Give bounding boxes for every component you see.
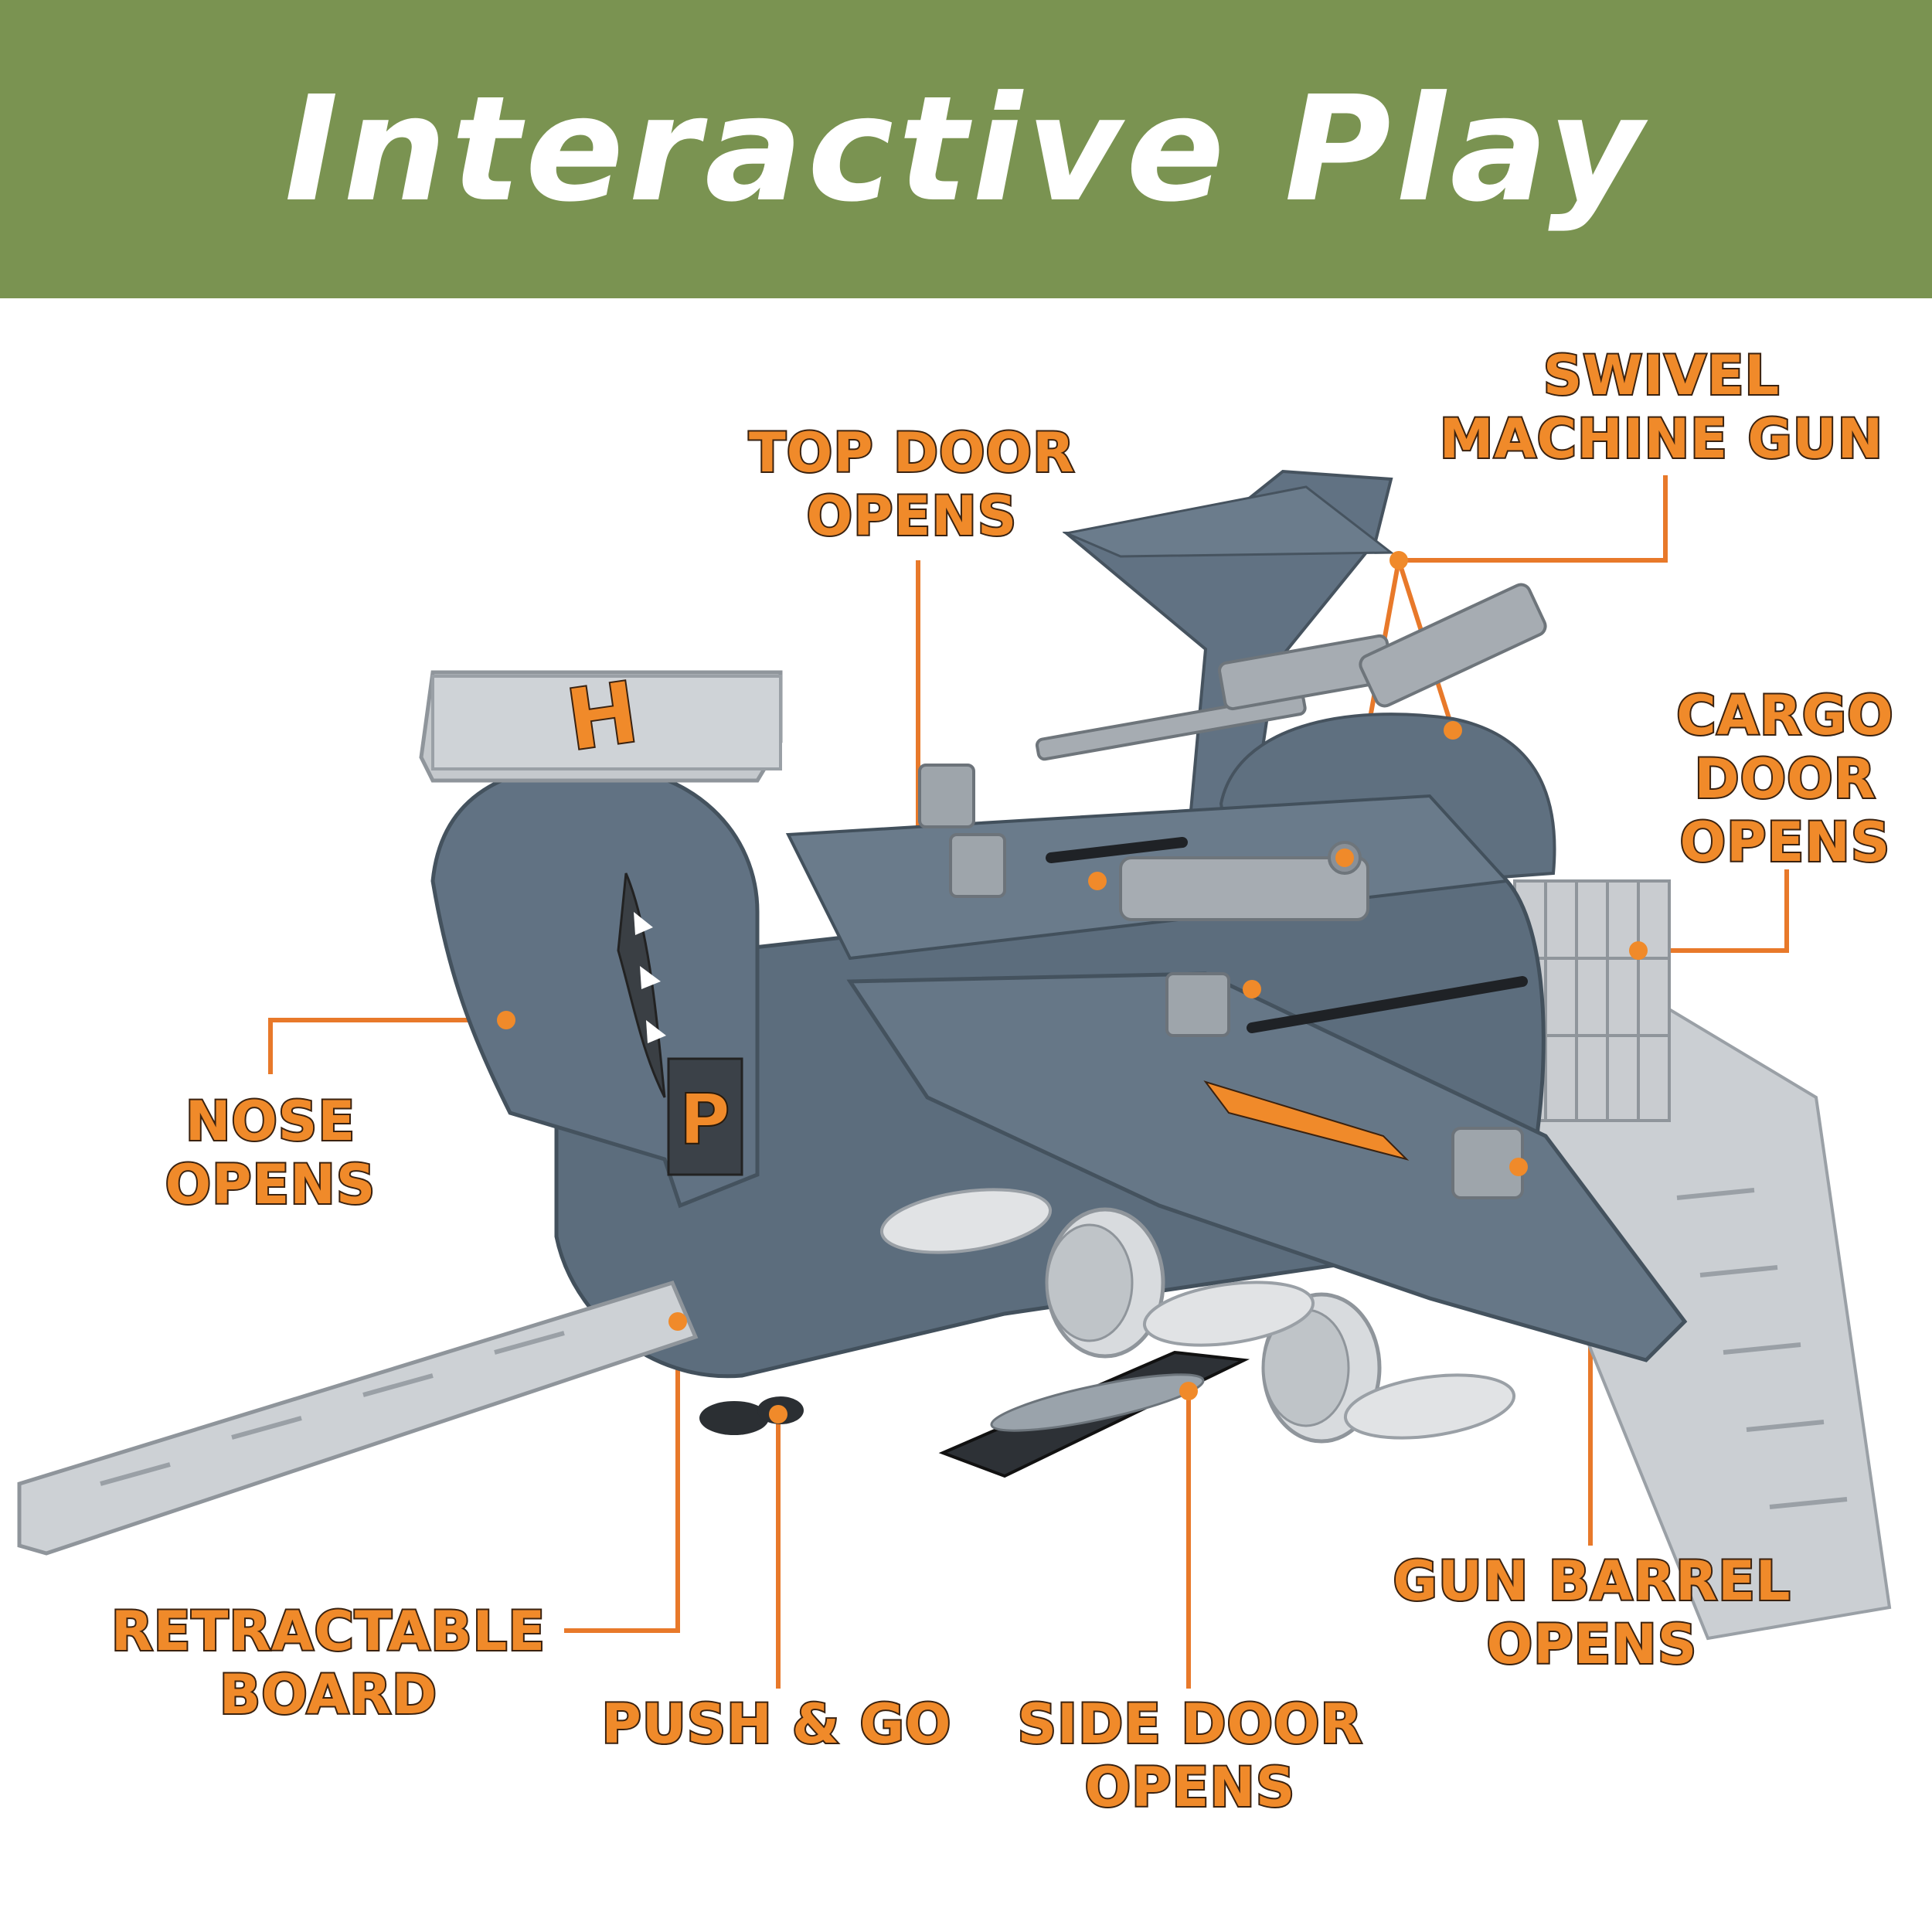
callout-line: NOSE: [184, 1088, 356, 1155]
tail-wing: [1062, 485, 1395, 558]
callout-line: MACHINE GUN: [1438, 406, 1885, 472]
board-slots: [100, 1331, 565, 1486]
callout-line: RETRACTABLE: [110, 1598, 546, 1665]
callout-line: OPENS: [1679, 809, 1892, 876]
callout-line: OPENS: [805, 483, 1019, 549]
callout-nose-opens: NOSE OPENS: [139, 1088, 402, 1218]
callout-side-door-opens: SIDE DOOR OPENS: [997, 1691, 1383, 1821]
gun-barrels: [918, 764, 1524, 1199]
leader-swivel-gun: [1342, 475, 1668, 859]
leader-nose: [268, 1018, 506, 1074]
callout-line: GUN BARREL: [1391, 1548, 1791, 1614]
retractable-board: [17, 1280, 699, 1556]
callout-line: OPENS: [164, 1151, 377, 1218]
p-letter: P: [679, 1080, 730, 1161]
callout-line: SWIVEL: [1542, 342, 1781, 409]
callout-line: OPENS: [1485, 1611, 1699, 1678]
missiles: [879, 1188, 1516, 1440]
engines: [1045, 1207, 1382, 1444]
callout-line: CARGO: [1675, 682, 1894, 749]
p-panel: [667, 1057, 743, 1176]
cargo-door-grid: [1515, 881, 1669, 1121]
leader-cargo: [1638, 869, 1789, 953]
callout-line: SIDE DOOR: [1016, 1691, 1364, 1757]
toy-vehicle: P H: [17, 469, 1892, 1641]
nose-teeth: [634, 912, 666, 1043]
banner-title: Interactive Play: [284, 64, 1648, 234]
missile-long: [990, 1373, 1205, 1432]
wheels: [699, 1396, 804, 1435]
callout-line: TOP DOOR: [747, 420, 1076, 486]
callout-retractable-board: RETRACTABLE BOARD: [97, 1598, 560, 1728]
callout-swivel-machine-gun: SWIVEL MACHINE GUN: [1422, 342, 1901, 472]
callout-cargo-door-opens: CARGO DOOR OPENS: [1646, 682, 1924, 876]
wing-stripe: [1203, 1080, 1410, 1161]
callout-top-door-opens: TOP DOOR OPENS: [696, 420, 1128, 549]
callout-line: BOARD: [218, 1662, 438, 1728]
title-banner: Interactive Play: [0, 0, 1932, 298]
leader-retractable: [564, 1321, 680, 1633]
ramp-slots: [1676, 1188, 1848, 1509]
rails: [1046, 837, 1528, 1033]
main-wing: [846, 971, 1688, 1362]
helipad-letter: H: [560, 662, 645, 770]
callout-line: DOOR: [1692, 746, 1876, 812]
callout-line: PUSH & GO: [600, 1691, 953, 1757]
leader-dots: [497, 551, 1648, 1423]
callout-push-go: PUSH & GO: [595, 1691, 958, 1757]
callout-gun-barrel-opens: GUN BARREL OPENS: [1376, 1548, 1808, 1678]
callout-line: OPENS: [1083, 1754, 1297, 1821]
